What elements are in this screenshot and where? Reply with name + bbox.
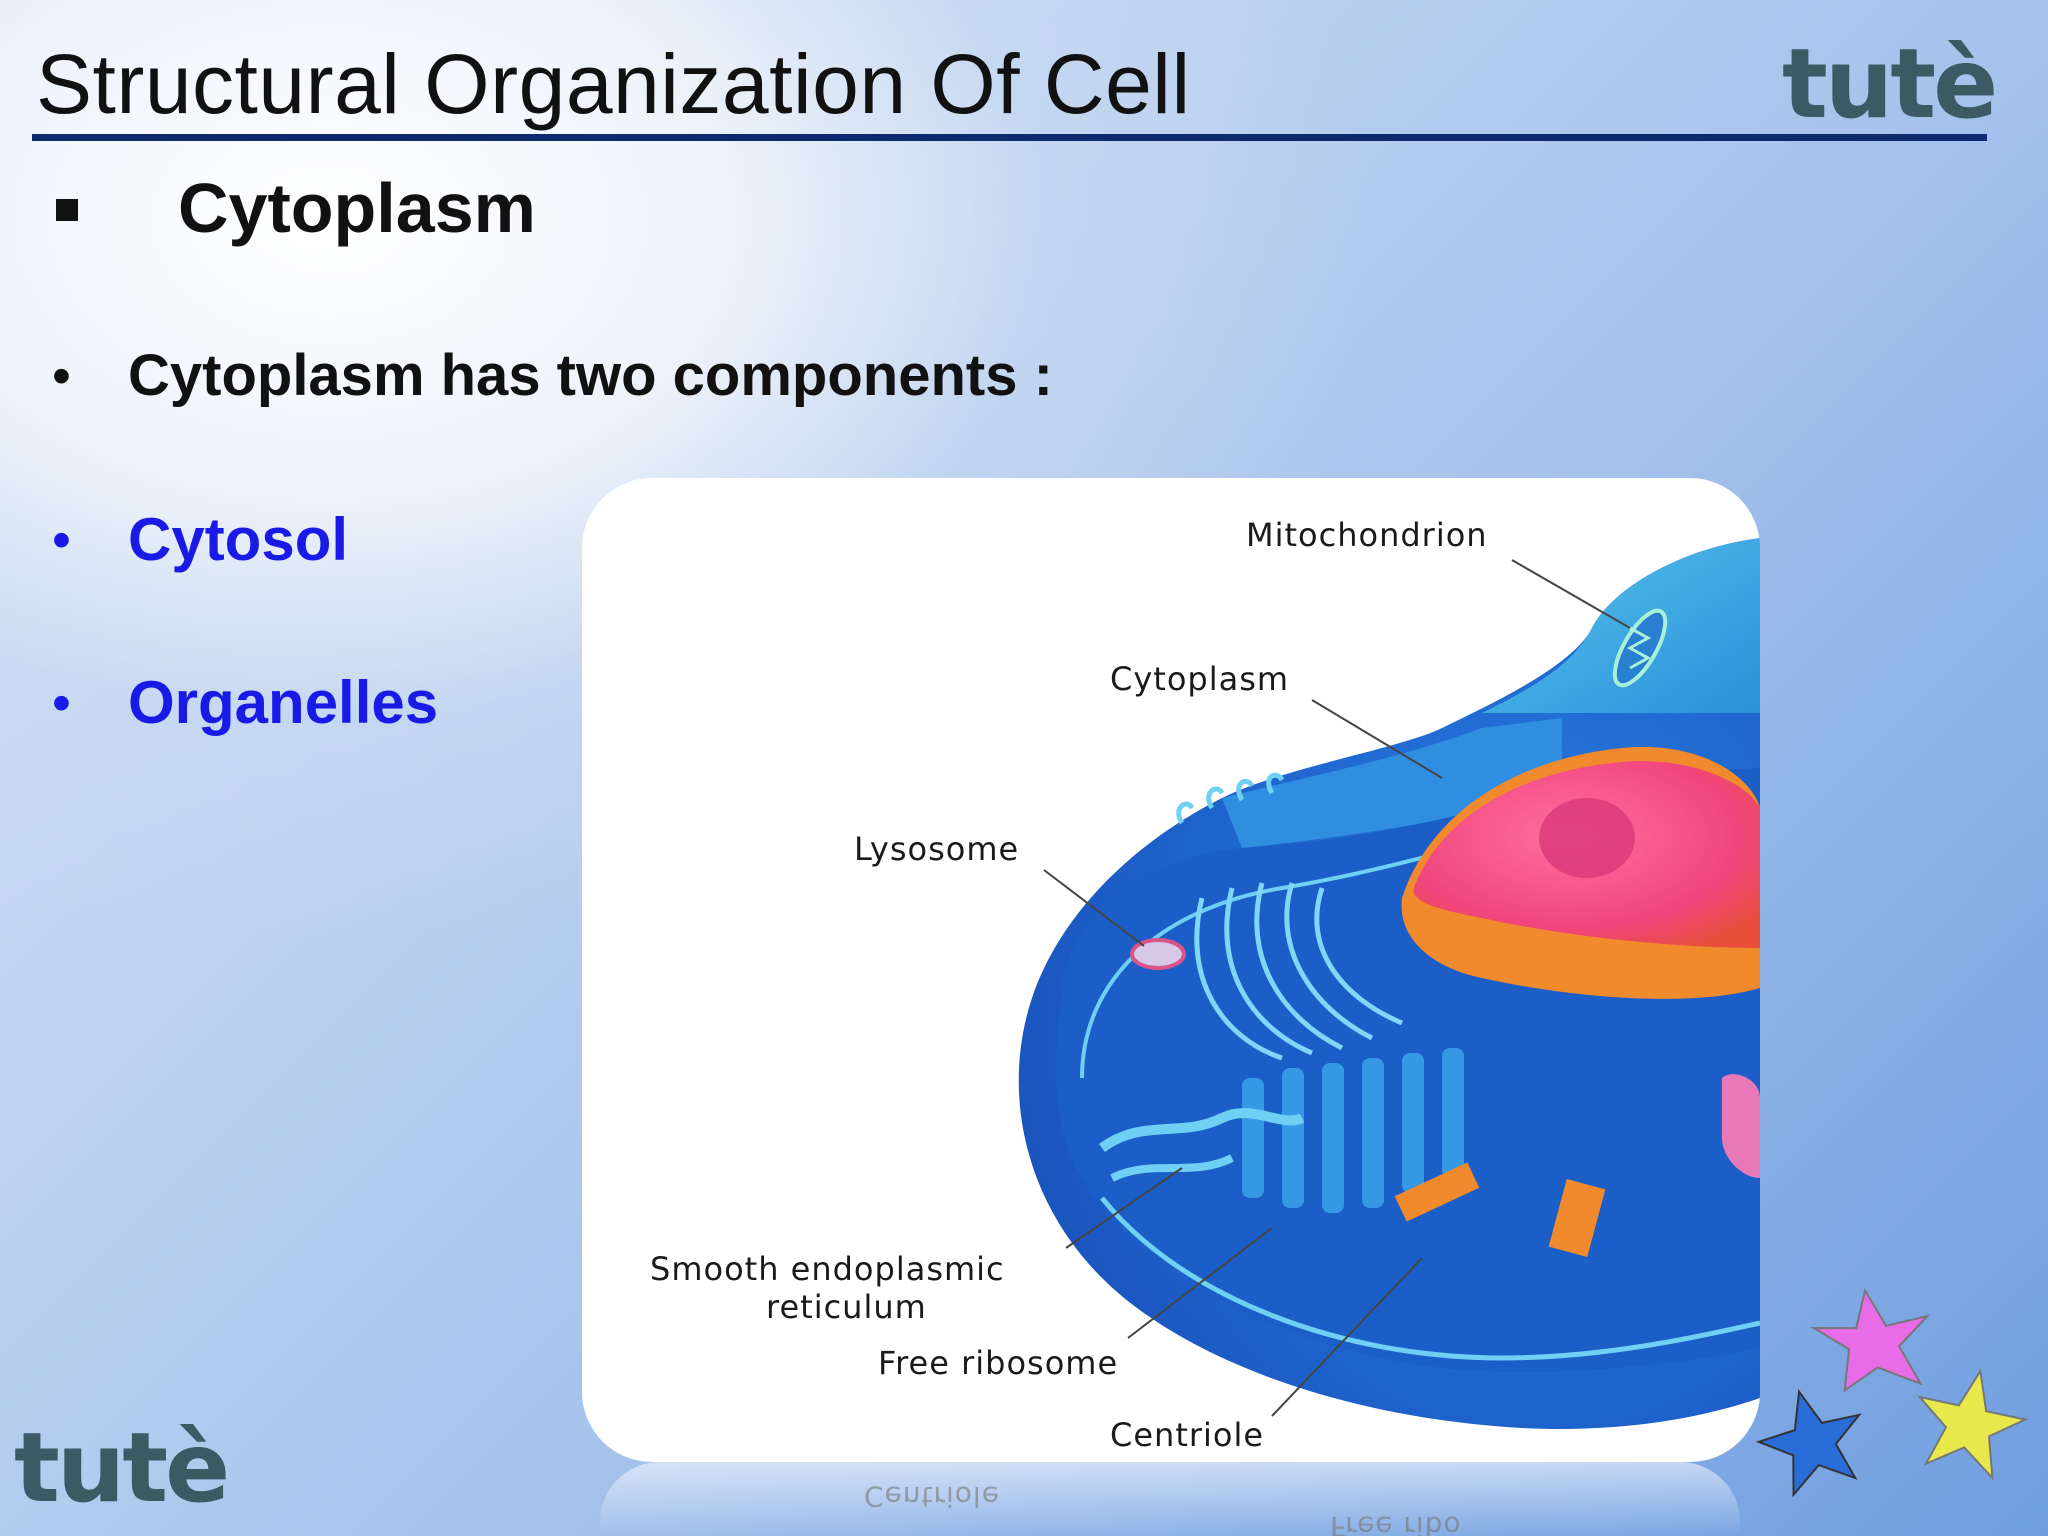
reflection-label: Centriole	[864, 1480, 1000, 1513]
label-smooth-er-line2: reticulum	[766, 1288, 927, 1326]
bullet-dot-icon: •	[52, 509, 71, 570]
label-mitochondrion: Mitochondrion	[1246, 516, 1488, 554]
title-underline	[32, 134, 1987, 141]
bullet-dot-icon: •	[52, 345, 71, 406]
bullet-text: Cytoplasm has two components :	[128, 343, 1053, 408]
section-heading: Cytoplasm	[178, 169, 536, 247]
label-free-ribosome: Free ribosome	[878, 1344, 1119, 1382]
bullet-item: • Cytoplasm has two components :	[52, 342, 1053, 409]
label-smooth-er-line1: Smooth endoplasmic	[650, 1250, 1005, 1288]
cell-diagram: Mitochondrion Cytoplasm Lysosome Smooth …	[582, 478, 1760, 1462]
figure-reflection: Centriole Free ribo	[600, 1462, 1740, 1536]
brand-logo-top: tutè	[1782, 28, 1998, 140]
heading-row: Cytoplasm	[56, 168, 536, 248]
bullet-item: • Cytosol	[52, 505, 348, 574]
bullet-text: Cytosol	[128, 506, 349, 573]
square-bullet-icon	[56, 199, 78, 221]
reflection-label: Free ribo	[1330, 1510, 1462, 1536]
slide-title: Structural Organization Of Cell	[36, 37, 1191, 131]
cell-illustration	[1018, 538, 1760, 1429]
label-centriole: Centriole	[1110, 1416, 1265, 1454]
label-lysosome: Lysosome	[854, 830, 1020, 868]
brand-logo-bottom: tutè	[14, 1412, 230, 1524]
bullet-dot-icon: •	[52, 672, 71, 733]
label-cytoplasm: Cytoplasm	[1110, 660, 1290, 698]
bullet-item: • Organelles	[52, 668, 438, 737]
bullet-text: Organelles	[128, 669, 439, 736]
decorative-stars-icon	[1755, 1287, 2029, 1498]
